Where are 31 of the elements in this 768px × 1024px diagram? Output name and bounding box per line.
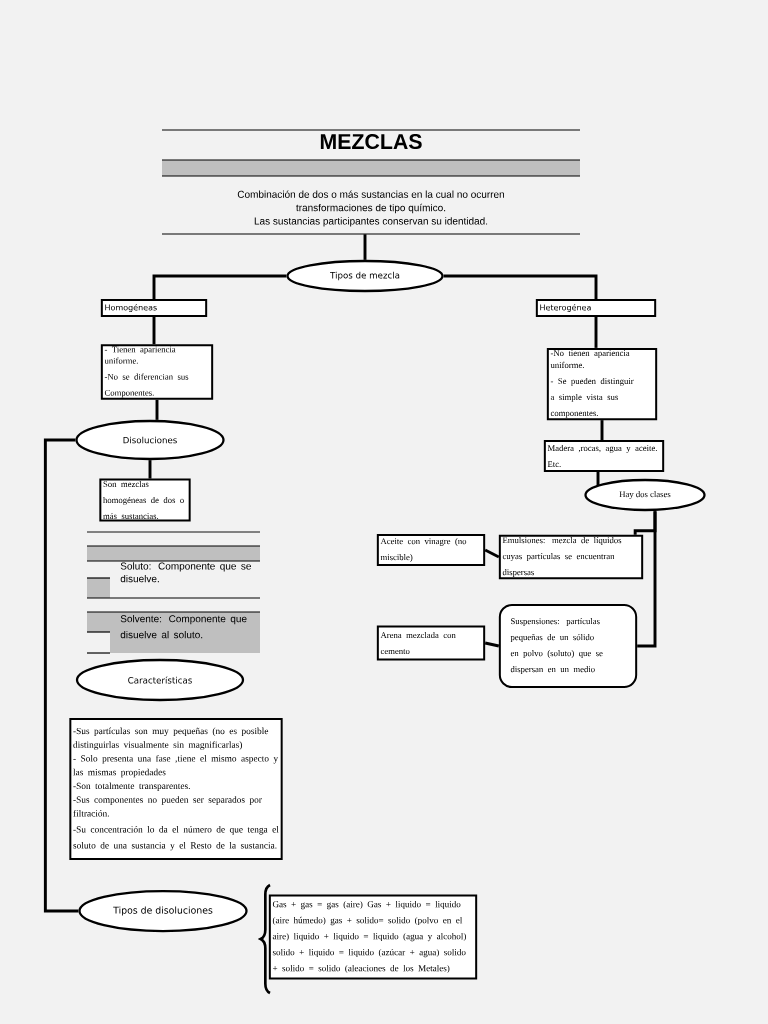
connector <box>596 472 600 486</box>
connector <box>152 274 287 299</box>
text-box: Aceite con vinagre (no miscible) <box>376 534 486 566</box>
text-box: - Tienen apariencia uniforme. -No se diferencian sus Componentes. <box>100 344 214 400</box>
connector <box>43 438 79 913</box>
connector <box>443 274 598 299</box>
connector <box>594 317 598 348</box>
text-box: -No tienen apariencia uniforme. - Se pueden distinguir a simple vista sus componentes. <box>546 347 658 421</box>
connector <box>637 511 657 648</box>
text-box: Madera ,rocas, agua y aceite. Etc. <box>543 440 665 472</box>
node-label: Soluto: Componente que se disuelve. <box>120 562 251 583</box>
rounded-box: Suspensiones: partículas pequeñas de un sólido en polvo (soluto) que se dispersan en un medio <box>498 604 638 688</box>
connector <box>600 420 604 440</box>
connector <box>363 234 367 260</box>
connector <box>155 399 159 420</box>
node-label: Las sustancias participantes conservan su identidad. <box>254 217 488 227</box>
text-box: Homogéneas <box>100 299 208 317</box>
node-label: Combinación de dos o más sustancias en la cual no ocurren transformaciones de tipo químico. <box>237 190 504 214</box>
definition-table: Soluto: Componente que se disuelve. Solvente: Componente que disuelve al soluto. <box>86 531 261 654</box>
text-box: Emulsiones: mezcla de líquidos cuyas partículas se encuentran dispersas <box>498 534 644 580</box>
header-band: MEZCLAS Combinación de dos o más sustancias en la cual no ocurren transformaciones de tipo químico. Las sustancias participantes conservan su identidad. <box>161 129 581 235</box>
text-box: Arena mezclada con cemento <box>376 625 486 661</box>
text-box: -Sus partículas son muy pequeñas (no es posible distinguirlas visualmente sin magnificarlas) - Solo presenta una fase ,tiene el mismo aspecto y las mismas propiedades -Son totalmente transparentes. -Sus componentes no pueden ser separados por filtración. -Su concentración lo da el número de que tenga el soluto de una sustancia y el Resto de la sustancia. <box>69 718 283 860</box>
connector <box>484 548 500 559</box>
text-box: Son mezclas homogéneas de dos o más sustancias. <box>99 478 191 522</box>
connector <box>148 460 152 479</box>
connector <box>484 641 500 648</box>
node-label: MEZCLAS <box>320 134 422 150</box>
connector <box>152 317 156 345</box>
text-box: Gas + gas = gas (aire) Gas + liquido = liquido (aire húmedo) gas + solido= solido (polvo en el aire) liquido + liquido = liquido (agua y alcohol) solido + liquido = liquido (azúcar + agua) solido + solido = solido (aleaciones de los Metales) <box>268 894 478 980</box>
text-box: Heterogénea <box>535 299 657 317</box>
